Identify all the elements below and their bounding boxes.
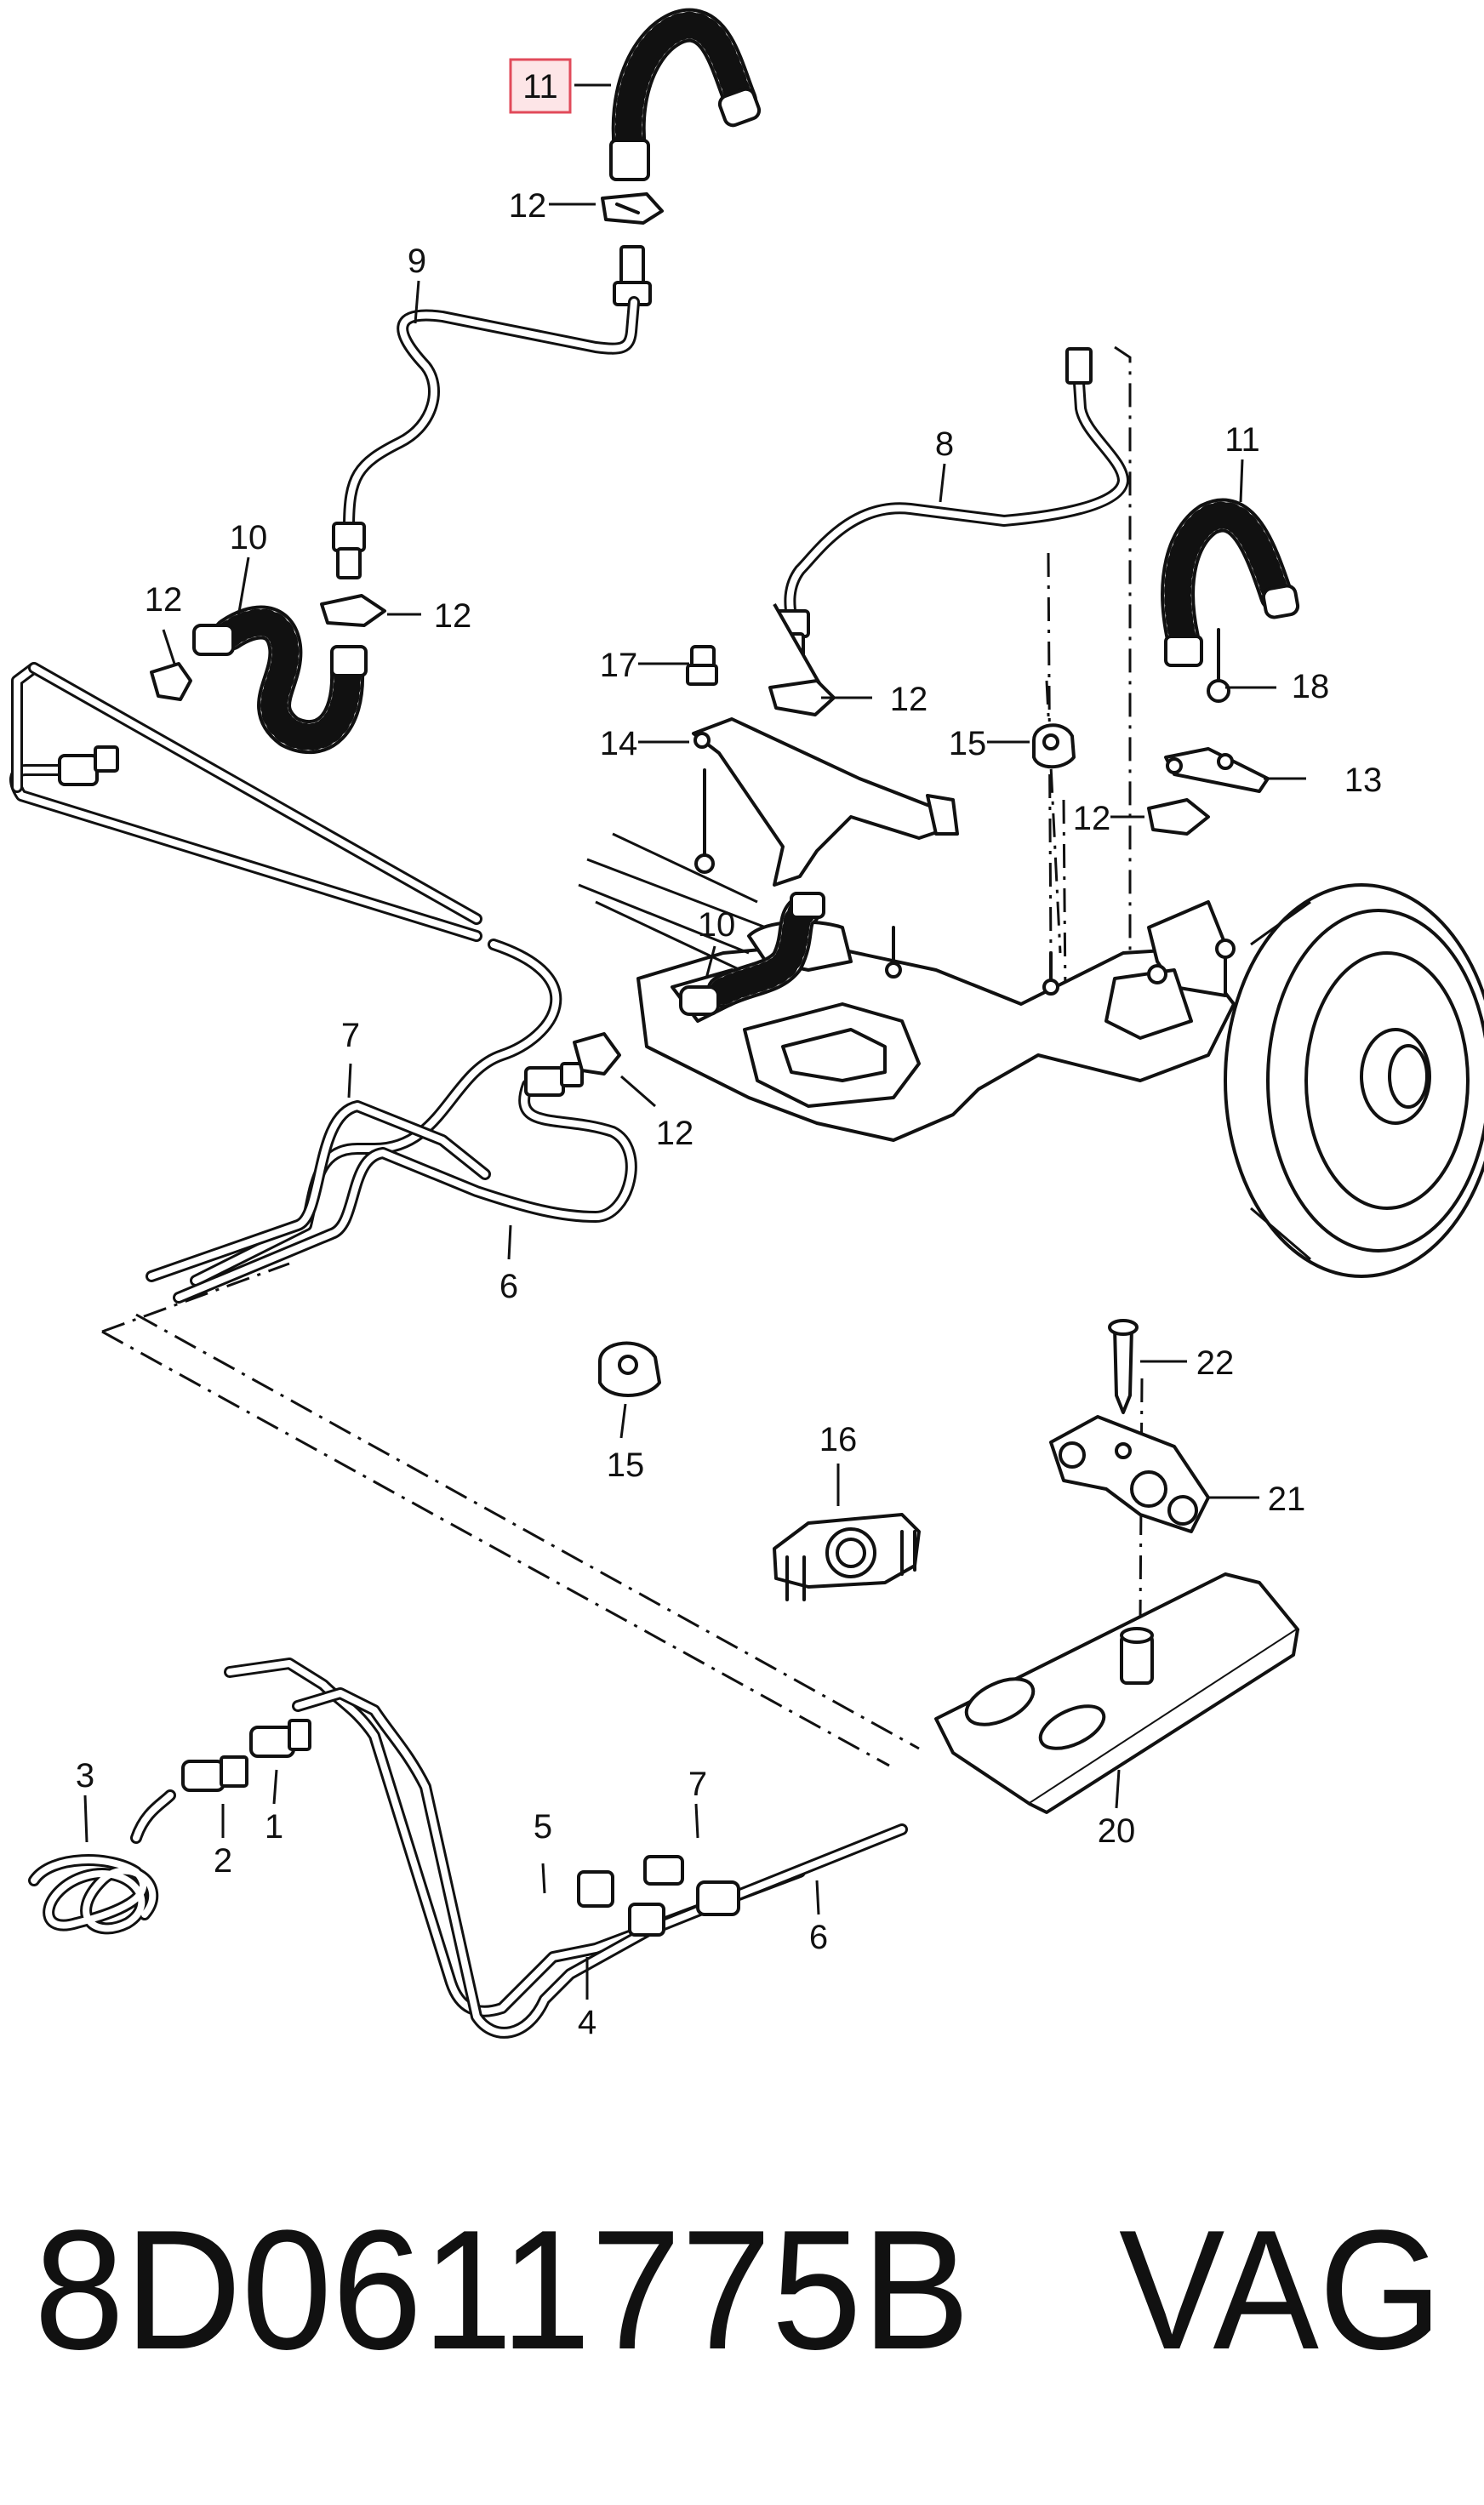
bracket-14 <box>686 603 959 887</box>
callout-11-right: 11 <box>1224 421 1260 459</box>
callout-22: 22 <box>1196 1344 1235 1382</box>
callout-12-right: 12 <box>1073 800 1111 837</box>
callout-15-upper: 15 <box>949 725 987 762</box>
brake-pipe-9 <box>320 296 640 627</box>
lower-pipe-assembly <box>28 1658 908 2039</box>
callout-12-mid: 12 <box>434 597 472 635</box>
callout-11-top: 11 <box>522 68 558 106</box>
callout-17: 17 <box>600 647 638 684</box>
callout-10-left: 10 <box>230 519 268 556</box>
callout-20: 20 <box>1098 1812 1136 1850</box>
callout-15-lower: 15 <box>607 1447 645 1484</box>
callout-leaders <box>83 83 1306 2000</box>
axle-assembly <box>578 832 1236 1142</box>
callout-12-top: 12 <box>509 187 547 225</box>
callout-13: 13 <box>1344 762 1383 799</box>
brake-hose-centre <box>679 892 825 1016</box>
callout-16: 16 <box>819 1421 858 1458</box>
callout-6-mid: 6 <box>499 1268 518 1305</box>
callout-14: 14 <box>600 725 638 762</box>
clip-15-upper <box>1032 723 1076 769</box>
callout-7-lower: 7 <box>688 1766 707 1803</box>
callout-9: 9 <box>408 243 426 280</box>
callout-18: 18 <box>1292 668 1330 705</box>
callout-8: 8 <box>935 425 954 463</box>
callout-4: 4 <box>578 2004 596 2041</box>
callout-labels: 11 12 9 10 12 12 8 11 17 12 14 15 18 13 … <box>76 68 1382 2041</box>
callout-12-bracket: 12 <box>890 681 928 718</box>
mount-plate-20 <box>934 1572 1299 1814</box>
callout-21: 21 <box>1268 1481 1306 1518</box>
clip-16 <box>773 1513 921 1601</box>
part-number: 8D0611775B <box>34 2195 970 2385</box>
callout-11-highlight <box>509 58 572 114</box>
callout-3: 3 <box>76 1757 94 1795</box>
callout-12-lower: 12 <box>656 1115 694 1152</box>
brake-hose-right <box>1147 498 1300 836</box>
brake-pipe-7-6-mid <box>146 1032 637 1304</box>
brand-name: VAG <box>1119 2195 1442 2385</box>
callout-10-centre: 10 <box>698 906 736 944</box>
callout-1: 1 <box>265 1808 283 1846</box>
callout-2: 2 <box>214 1842 232 1880</box>
brake-disc <box>1224 883 1484 1278</box>
clip-15-lower <box>598 1341 661 1397</box>
bracket-21 <box>1049 1319 1210 1533</box>
brake-pipe-8 <box>774 347 1129 668</box>
callout-5: 5 <box>534 1808 552 1846</box>
callout-7-mid: 7 <box>341 1017 360 1054</box>
callout-6-lower: 6 <box>809 1919 828 1956</box>
brake-hose-top <box>601 8 762 306</box>
callout-12-left: 12 <box>145 581 183 619</box>
brake-hose-left <box>150 605 368 755</box>
